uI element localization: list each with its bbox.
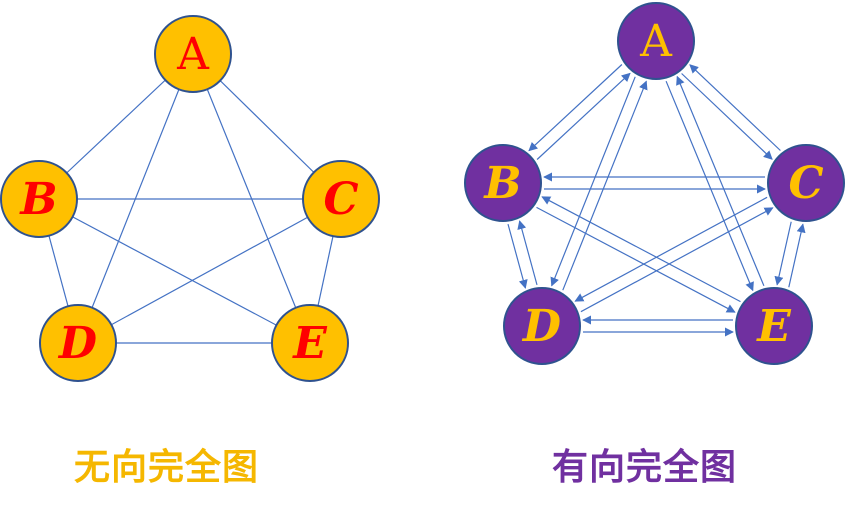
undirected-node-D: D	[39, 304, 117, 382]
undirected-node-C: C	[302, 160, 380, 238]
directed-node-label: E	[755, 301, 792, 352]
directed-node-label: A	[639, 16, 673, 67]
undirected-complete-graph: A B C D E	[0, 15, 380, 382]
directed-node-circle	[617, 2, 695, 80]
undirected-node-label: C	[323, 174, 358, 225]
directed-edge-C-to-D	[574, 196, 768, 302]
undirected-edge-B-E	[38, 198, 311, 344]
directed-node-label: D	[521, 301, 561, 352]
directed-edge-B-to-D	[507, 223, 528, 289]
undirected-node-label: A	[176, 29, 210, 80]
directed-edge-E-to-C	[788, 223, 806, 288]
directed-node-label: B	[482, 158, 521, 209]
undirected-node-circle	[154, 15, 232, 93]
directed-node-E: E	[735, 287, 813, 365]
directed-node-C: C	[767, 144, 845, 222]
undirected-node-E: E	[271, 304, 349, 382]
undirected-node-circle	[39, 304, 117, 382]
directed-complete-graph: A B C D E	[464, 2, 845, 365]
directed-edge-A-to-C	[681, 73, 773, 160]
directed-node-D: D	[503, 287, 581, 365]
undirected-node-B: B	[0, 160, 78, 238]
directed-edge-A-to-D	[550, 76, 636, 287]
undirected-graph-caption: 无向完全图	[74, 447, 260, 488]
directed-graph-caption: 有向完全图	[552, 447, 738, 488]
directed-node-A: A	[617, 2, 695, 80]
directed-node-circle	[464, 144, 542, 222]
directed-edge-E-to-B	[541, 196, 741, 303]
directed-edge-E-to-A	[676, 75, 765, 287]
undirected-node-circle	[271, 304, 349, 382]
directed-edge-D-to-B	[517, 220, 538, 286]
directed-edge-A-to-E	[665, 80, 754, 292]
undirected-node-label: E	[291, 318, 328, 369]
undirected-node-label: D	[57, 318, 97, 369]
undirected-edge-C-D	[77, 198, 342, 344]
directed-node-circle	[503, 287, 581, 365]
directed-edge-B-to-A	[536, 72, 631, 160]
directed-node-B: B	[464, 144, 542, 222]
directed-edge-A-to-B	[528, 64, 623, 152]
undirected-node-label: B	[18, 174, 57, 225]
undirected-node-circle	[302, 160, 380, 238]
directed-edge-D-to-C	[580, 207, 774, 313]
undirected-node-A: A	[154, 15, 232, 93]
directed-edge-B-to-E	[536, 206, 736, 313]
directed-node-circle	[735, 287, 813, 365]
directed-edge-D-to-A	[562, 80, 648, 291]
directed-edge-C-to-A	[689, 64, 781, 151]
directed-edge-C-to-E	[774, 221, 792, 286]
undirected-node-circle	[0, 160, 78, 238]
directed-node-circle	[767, 144, 845, 222]
directed-node-label: C	[788, 158, 823, 209]
